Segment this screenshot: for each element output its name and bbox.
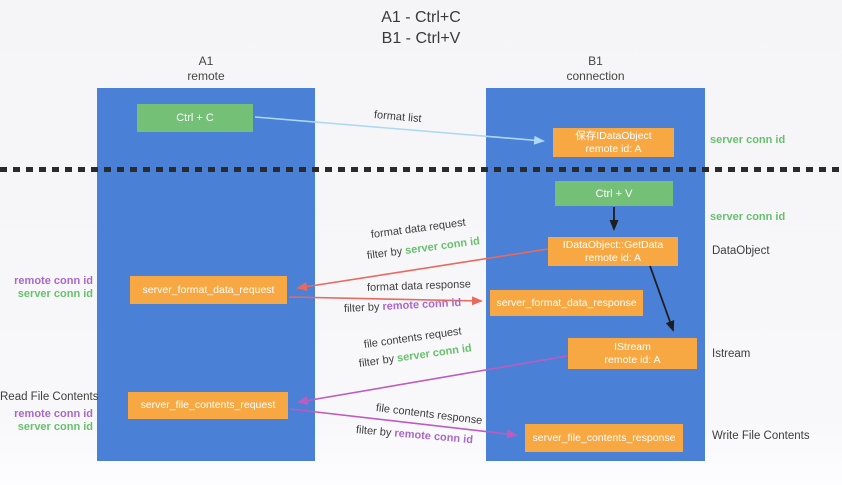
- server-conn-id-note-mid: server conn id: [710, 211, 786, 223]
- ctrl-v-label: Ctrl + V: [595, 187, 633, 200]
- filter-by-text: filter by: [366, 245, 406, 262]
- title-line-1: A1 - Ctrl+C: [381, 9, 461, 26]
- getdata-line1: IDataObject::GetData: [562, 238, 664, 251]
- lifeline-a1-role: remote: [187, 69, 225, 83]
- save-dataobject-node: 保存IDataObject remote id: A: [553, 128, 674, 157]
- diagram-title: A1 - Ctrl+C B1 - Ctrl+V: [0, 7, 842, 49]
- filter-by-text: filter by: [355, 424, 395, 440]
- server-conn-id-note-top: server conn id: [710, 134, 786, 146]
- format-data-request-label: format data request: [370, 216, 467, 241]
- server-conn-id-key: server conn id: [404, 235, 481, 257]
- lifeline-b1-header: B1 connection: [486, 54, 705, 84]
- server-format-data-response-node: server_format_data_response: [490, 290, 643, 316]
- read-file-contents-note: Read File Contents: [0, 391, 99, 403]
- server-file-contents-request-label: server_file_contents_request: [140, 399, 276, 411]
- lifeline-a1-header: A1 remote: [97, 54, 315, 84]
- file-contents-response-filter-label: filter by remote conn id: [355, 424, 473, 446]
- remote-conn-id-key: remote conn id: [382, 296, 462, 313]
- istream-note: Istream: [712, 348, 751, 360]
- server-conn-id-note-left-bottom: server conn id: [17, 421, 93, 433]
- copy-paste-divider-line: [0, 167, 842, 172]
- remote-conn-id-note-top: remote conn id: [14, 275, 93, 287]
- istream-line2: remote id: A: [604, 353, 661, 366]
- istream-node: IStream remote id: A: [568, 338, 697, 369]
- remote-conn-id-note-bottom: remote conn id: [14, 408, 93, 420]
- istream-line1: IStream: [614, 340, 651, 353]
- ctrl-v-node: Ctrl + V: [555, 181, 673, 206]
- getdata-node: IDataObject::GetData remote id: A: [548, 237, 678, 266]
- format-data-response-label: format data response: [366, 278, 472, 294]
- server-file-contents-response-node: server_file_contents_response: [525, 424, 683, 452]
- server-conn-id-note-left-top: server conn id: [17, 288, 93, 300]
- server-file-contents-response-label: server_file_contents_response: [532, 431, 676, 444]
- getdata-line2: remote id: A: [584, 251, 642, 264]
- server-format-data-request-label: server_format_data_request: [142, 283, 275, 296]
- server-conn-id-key: server conn id: [396, 342, 473, 365]
- ctrl-c-node: Ctrl + C: [137, 104, 253, 132]
- write-file-contents-note: Write File Contents: [712, 430, 810, 442]
- remote-conn-id-key: remote conn id: [393, 427, 474, 447]
- title-line-2: B1 - Ctrl+V: [381, 30, 461, 47]
- file-contents-response-label: file contents response: [375, 402, 483, 427]
- lifeline-a1-name: A1: [198, 54, 214, 68]
- server-format-data-response-label: server_format_data_response: [496, 296, 637, 309]
- save-dataobject-line1: 保存IDataObject: [575, 129, 652, 142]
- format-data-response-filter-label: filter by remote conn id: [344, 297, 462, 315]
- dataobject-note: DataObject: [712, 245, 770, 257]
- lifeline-b1-name: B1: [588, 54, 603, 68]
- ctrl-c-label: Ctrl + C: [176, 112, 214, 124]
- server-format-data-request-node: server_format_data_request: [130, 276, 287, 304]
- save-dataobject-line2: remote id: A: [585, 142, 642, 155]
- filter-by-text: filter by: [358, 352, 398, 370]
- server-file-contents-request-node: server_file_contents_request: [128, 392, 288, 419]
- lifeline-b1-role: connection: [566, 69, 625, 83]
- format-list-label: format list: [373, 109, 423, 126]
- filter-by-text: filter by: [343, 300, 383, 315]
